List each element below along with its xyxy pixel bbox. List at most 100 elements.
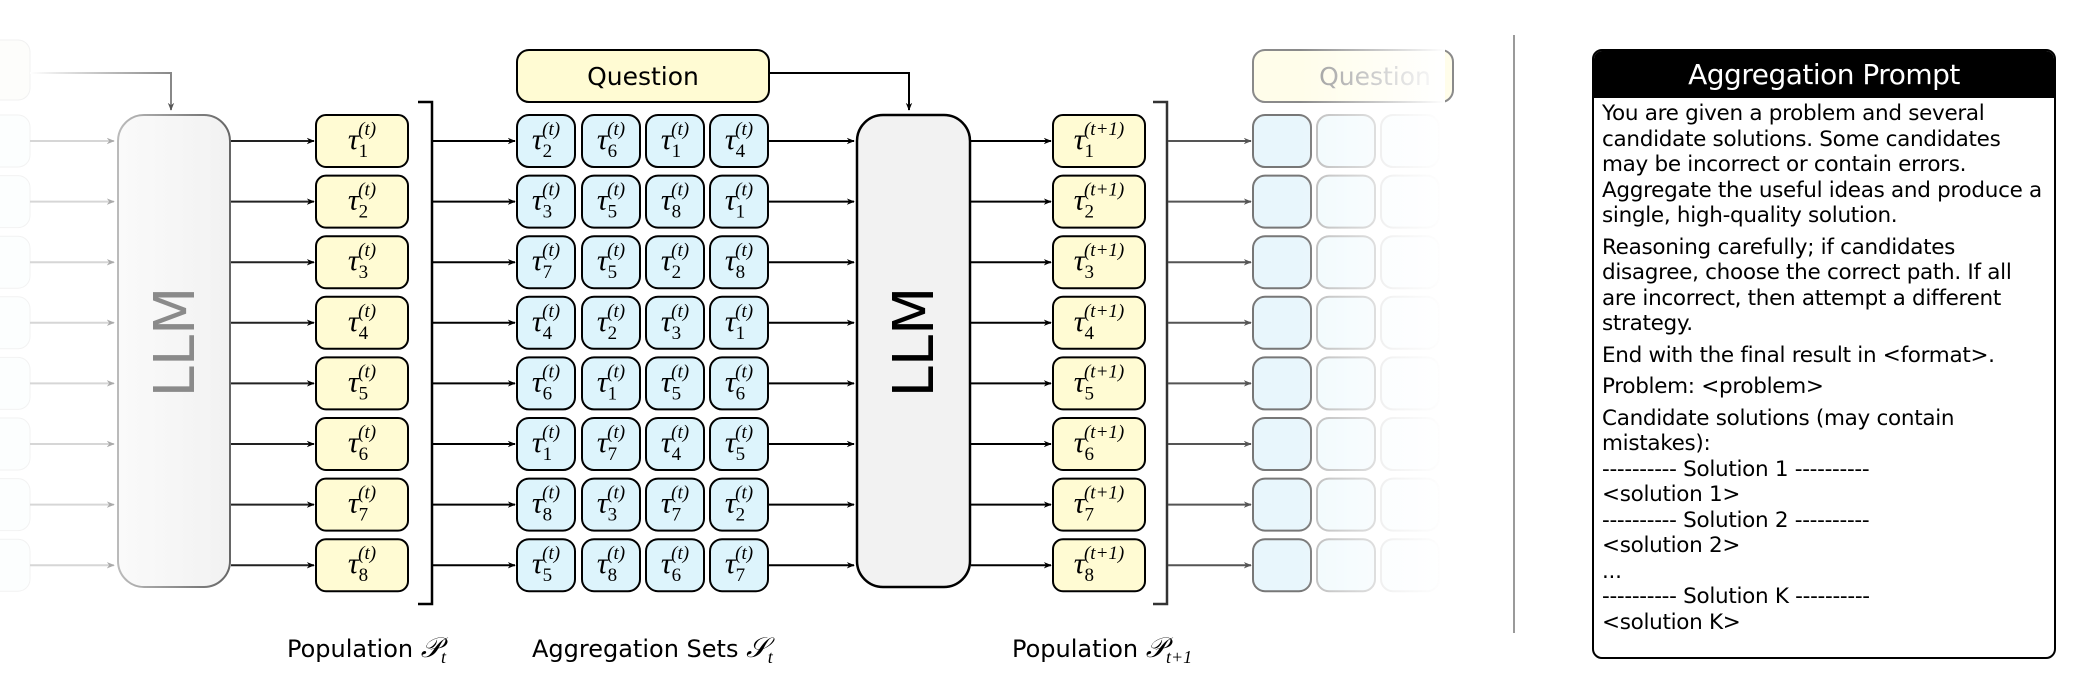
aggregation-set-cell [645,295,705,350]
aggregation-set-cell-label: τ2(t) [661,240,689,283]
aggregation-set-cell [581,417,641,471]
population-t1-item-label: τ1(t+1) [1074,119,1125,162]
population-t-item-label: τ6(t) [348,422,376,465]
aggregation-set-cell-label: τ7(t) [597,422,625,465]
pipeline-diagram: LLM τ1(t) τ2(t) τ3(t) τ4(t) τ5(t) τ6(t) τ7(t) τ8… [0,39,1454,667]
aggregation-set-cell-label: τ5(t) [532,543,560,586]
solution-line: <solution 2> [1602,533,1741,558]
population-t1-item-label: τ2(t+1) [1074,180,1125,223]
ghost-input-box [0,296,31,350]
ghost-input-box [0,114,31,168]
ghost-input-box [0,235,31,289]
aggregation-set-cell [516,114,576,168]
population-t1-bracket [1153,100,1169,606]
aggregation-set-cell [709,114,769,168]
solution-line: <solution K> [1602,609,1741,635]
prompt-paragraph: Candidate solutions (may contain mistake… [1602,405,1955,457]
aggregation-set-cell-label: τ4(t) [725,119,753,162]
solution-line: ---------- Solution 2 ---------- [1602,507,1870,533]
aggregation-set-cell-label: τ1(t) [725,180,753,223]
population-t-item-label: τ8(t) [348,543,376,586]
ghost-input-box [0,538,31,592]
aggregation-set-cell [709,477,769,532]
question-label: Question [587,62,699,91]
aggregation-set-cell [516,174,576,229]
aggregation-set-cell [516,538,576,593]
population-t-item [315,295,409,350]
aggregation-set-cell-label: τ6(t) [661,543,689,586]
population-t-item-label: τ2(t) [348,180,376,223]
aggregation-set-cell-label: τ8(t) [661,180,689,223]
aggregation-set-cell-label: τ5(t) [725,422,753,465]
aggregation-set-cell [516,417,576,471]
aggregation-set-cell [709,538,769,593]
ghost-question-box [0,39,31,101]
population-t1-item [1052,235,1146,290]
aggregation-set-cell-label: τ8(t) [532,483,560,526]
panel-divider [1513,35,1515,633]
population-t-item-label: τ7(t) [348,483,376,526]
aggregation-set-cell [645,417,705,471]
prompt-body: You are given a problem and several cand… [1594,98,2054,635]
llm-label: LLM [882,287,947,398]
population-t-item [315,174,409,229]
aggregation-set-cell [581,295,641,350]
solution-line: <solution 1> [1602,482,1741,507]
aggregation-set-cell-label: τ1(t) [532,422,560,465]
aggregation-set-cell [516,235,576,290]
aggregation-set-cell-label: τ3(t) [597,483,625,526]
question-box [516,49,770,103]
aggregation-set-cell [581,538,641,593]
aggregation-set-cell-label: τ1(t) [597,361,625,404]
llm-block-previous [117,114,231,588]
aggregation-set-cell-label: τ5(t) [597,240,625,283]
llm-label-previous: LLM [143,287,208,398]
aggregation-set-cell [581,174,641,229]
aggregation-set-cell [645,538,705,593]
aggregation-prompt-box: Aggregation Prompt You are given a probl… [1592,49,2056,659]
aggregation-set-cell-label: τ4(t) [532,301,560,344]
aggregation-set-cell-label: τ6(t) [532,361,560,404]
aggregation-set-cell [645,174,705,229]
prompt-title: Aggregation Prompt [1594,51,2054,98]
aggregation-set-cell [645,477,705,532]
population-t1-caption: Population 𝒫t+1 [1012,633,1192,667]
population-t-item-label: τ5(t) [348,361,376,404]
aggregation-sets-caption: Aggregation Sets 𝒮t [532,633,775,667]
aggregation-set-cell-label: τ7(t) [661,483,689,526]
aggregation-set-cell-label: τ6(t) [725,361,753,404]
population-t-item [315,235,409,290]
aggregation-set-cell-label: τ6(t) [597,119,625,162]
solution-line: ... [1602,558,1622,584]
population-t-item [315,114,409,168]
aggregation-set-cell [645,114,705,168]
aggregation-set-cell-label: τ2(t) [597,301,625,344]
aggregation-set-cell [516,477,576,532]
aggregation-set-cell-label: τ5(t) [597,180,625,223]
aggregation-set-cell [581,356,641,411]
aggregation-set-cell [709,356,769,411]
aggregation-set-cell [581,235,641,290]
population-t1-item [1052,538,1146,593]
aggregation-set-cell-label: τ7(t) [725,543,753,586]
aggregation-set-cell [645,235,705,290]
population-t-caption: Population 𝒫t [287,633,449,667]
population-t-item [315,417,409,471]
population-t1-item [1052,477,1146,532]
prompt-paragraph: You are given a problem and several cand… [1602,101,2042,228]
aggregation-set-cell-label: τ1(t) [661,119,689,162]
population-t-item [315,356,409,411]
aggregation-set-cell [709,174,769,229]
aggregation-set-cell [709,295,769,350]
population-t-item [315,538,409,593]
aggregation-set-cell-label: τ7(t) [532,240,560,283]
population-t1-item [1052,356,1146,411]
population-t-bracket [418,100,434,606]
population-t1-item-label: τ7(t+1) [1074,483,1125,526]
population-t1-item-label: τ8(t+1) [1074,543,1125,586]
ghost-input-box [0,356,31,410]
aggregation-set-cell-label: τ8(t) [597,543,625,586]
aggregation-set-cell [709,235,769,290]
question-to-llm-arrow [769,72,913,111]
population-t-item-label: τ3(t) [348,240,376,283]
